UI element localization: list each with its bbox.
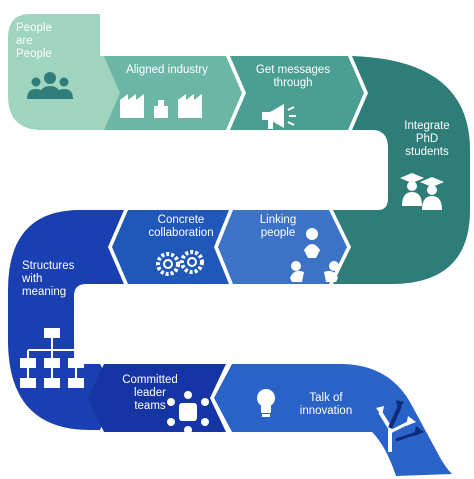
step-shape-integrate-phd [333, 56, 470, 284]
people-group-icon [27, 72, 73, 99]
step-label-concrete-collab: Concrete collaboration [148, 214, 214, 239]
step-shape-structures [8, 210, 124, 430]
factory-thumbs-up-icon [120, 94, 202, 118]
gears-icon [156, 250, 204, 276]
step-label-aligned-industry: Aligned industry [126, 64, 208, 76]
org-chart-icon [20, 328, 84, 388]
step-label-talk-innovation: Talk of innovation [299, 392, 353, 417]
step-label-people: People are People [16, 22, 52, 60]
step-label-integrate-phd: Integrate PhD students [404, 120, 450, 158]
step-shape-talk-innovation [214, 364, 452, 476]
step-shape-linking-people [218, 210, 347, 284]
lightbulb-icon [257, 389, 275, 417]
step-label-structures: Structures with meaning [22, 260, 75, 298]
step-shape-concrete-collab [112, 210, 229, 284]
step-shape-get-messages [230, 56, 364, 130]
step-label-committed-leaders: Committed leader teams [122, 374, 178, 412]
linked-people-icon [290, 228, 339, 282]
team-circle-icon [167, 391, 209, 434]
step-shape-people [8, 14, 122, 130]
step-label-get-messages: Get messages through [255, 64, 331, 89]
graduates-icon [400, 173, 444, 210]
megaphone-icon [262, 104, 296, 129]
step-label-linking-people: Linking people [259, 214, 297, 239]
branching-arrows-icon [376, 400, 424, 452]
